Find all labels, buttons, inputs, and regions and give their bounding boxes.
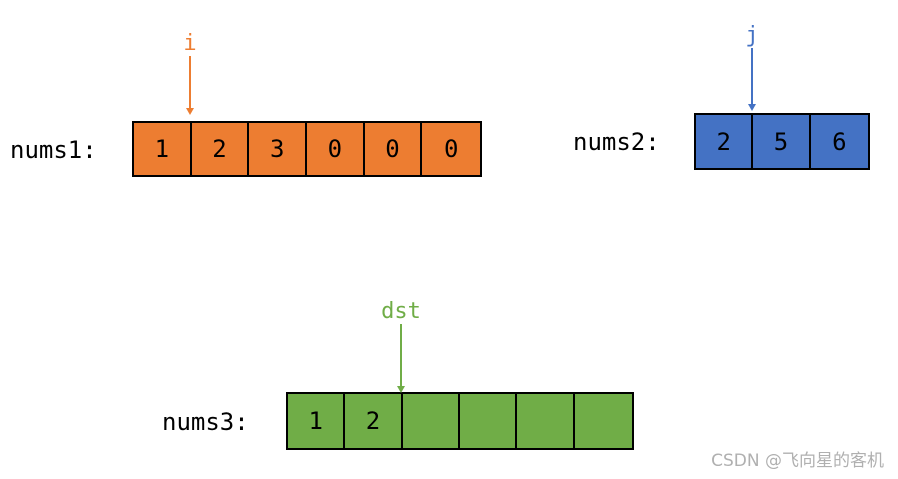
- nums2-cell: 2: [696, 115, 754, 168]
- nums3-cell: [402, 394, 461, 448]
- nums1-cell: 1: [134, 123, 192, 175]
- pointer-i-line: [189, 56, 191, 108]
- nums3-cell: 2: [345, 394, 403, 448]
- nums1-cell: 0: [422, 123, 481, 175]
- nums3-cell: [460, 394, 518, 448]
- pointer-j: j: [740, 24, 764, 111]
- pointer-i-arrowhead: [186, 108, 194, 115]
- pointer-dst: dst: [366, 300, 436, 393]
- nums3-cell: [517, 394, 575, 448]
- nums1-cell: 2: [191, 123, 250, 175]
- pointer-dst-line: [400, 324, 402, 386]
- watermark-text: CSDN @飞向星的客机: [711, 451, 884, 471]
- pointer-i: i: [178, 32, 202, 115]
- nums1-label: nums1:: [10, 136, 97, 164]
- nums1-cell: 3: [249, 123, 308, 175]
- nums2-array: 2 5 6: [694, 113, 870, 170]
- pointer-i-label: i: [183, 31, 197, 56]
- nums1-cell: 0: [364, 123, 423, 175]
- nums3-cell: [574, 394, 633, 448]
- nums3-label: nums3:: [162, 408, 249, 436]
- pointer-dst-label: dst: [381, 299, 421, 324]
- nums1-cell: 0: [307, 123, 365, 175]
- nums2-label: nums2:: [573, 128, 660, 156]
- nums3-array: 1 2: [286, 392, 634, 450]
- pointer-dst-arrowhead: [397, 386, 405, 393]
- pointer-j-arrowhead: [748, 104, 756, 111]
- nums3-cell: 1: [288, 394, 346, 448]
- pointer-j-label: j: [745, 23, 759, 48]
- nums1-array: 1 2 3 0 0 0: [132, 121, 482, 177]
- nums2-cell: 5: [753, 115, 811, 168]
- pointer-j-line: [751, 48, 753, 104]
- nums2-cell: 6: [810, 115, 868, 168]
